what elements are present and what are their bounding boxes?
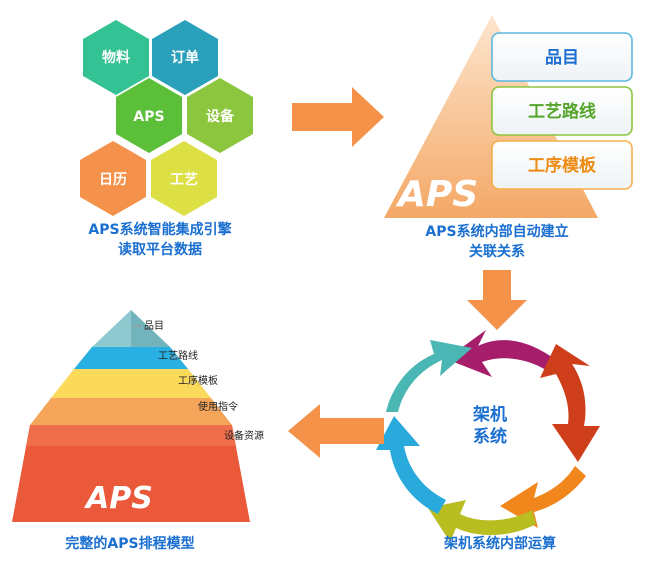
- hex-material-label: 物料: [102, 49, 130, 66]
- caption-engine-line1: APS系统智能集成引擎: [88, 222, 232, 238]
- hex-aps: APS: [116, 78, 182, 153]
- level-4: [30, 398, 232, 425]
- box-route: 工艺路线: [491, 86, 633, 136]
- cycle-arrow-orange: [500, 466, 586, 528]
- right-pyramid: APS 品目 工艺路线 工序模板: [384, 15, 633, 218]
- box-item: 品目: [491, 32, 633, 82]
- hex-calendar-label: 日历: [99, 172, 127, 188]
- cycle-center-line2: 系统: [473, 426, 507, 447]
- hex-cluster: 物料 订单 APS 设备 日历 工艺: [80, 20, 253, 216]
- caption-internal-line1: APS系统内部自动建立: [425, 224, 569, 240]
- left-pyramid-aps: APS: [84, 481, 153, 516]
- caption-internal: APS系统内部自动建立 关联关系: [392, 222, 602, 262]
- box-item-label: 品目: [545, 48, 579, 68]
- caption-compute: 架机系统内部运算: [444, 536, 556, 552]
- level-label-4: 使用指令: [198, 400, 238, 413]
- box-route-label: 工艺路线: [528, 101, 596, 122]
- hex-process: 工艺: [151, 141, 217, 216]
- hex-material: 物料: [83, 20, 149, 95]
- hex-calendar: 日历: [80, 141, 146, 216]
- hex-equipment: 设备: [187, 78, 253, 153]
- level-5: [12, 425, 250, 522]
- cycle-center-line1: 架机: [473, 404, 507, 425]
- cycle-arrow-olive: [428, 500, 536, 542]
- level-label-1: 品目: [144, 320, 164, 332]
- left-pyramid: APS 品目 工艺路线 工序模板 使用指令 设备资源: [12, 310, 264, 522]
- box-template: 工序模板: [491, 140, 633, 190]
- caption-model: 完整的APS排程模型: [65, 536, 195, 552]
- level-label-3: 工序模板: [178, 374, 218, 387]
- cycle-arrow-blue: [376, 416, 446, 514]
- caption-engine: APS系统智能集成引擎 读取平台数据: [60, 220, 260, 260]
- level-3: [51, 369, 211, 398]
- cycle-arrow-magenta: [446, 330, 553, 377]
- arrow-down: [467, 270, 527, 330]
- level-label-2: 工艺路线: [158, 349, 198, 362]
- arrow-left: [288, 404, 384, 458]
- level-label-5: 设备资源: [224, 429, 264, 442]
- hex-order: 订单: [152, 20, 218, 95]
- hex-order-label: 订单: [171, 49, 199, 66]
- hex-equipment-label: 设备: [206, 108, 235, 125]
- cycle-diagram: 架机 系统: [376, 330, 600, 542]
- cycle-arrow-teal: [386, 340, 472, 412]
- caption-internal-line2: 关联关系: [469, 244, 525, 260]
- arrow-right: [292, 87, 384, 147]
- box-template-label: 工序模板: [528, 155, 597, 176]
- cycle-arrow-red: [540, 344, 600, 462]
- right-pyramid-aps: APS: [395, 174, 478, 215]
- level-2: [74, 347, 188, 369]
- hex-process-label: 工艺: [170, 171, 198, 188]
- caption-engine-line2: 读取平台数据: [118, 242, 202, 258]
- hex-aps-label: APS: [133, 109, 164, 125]
